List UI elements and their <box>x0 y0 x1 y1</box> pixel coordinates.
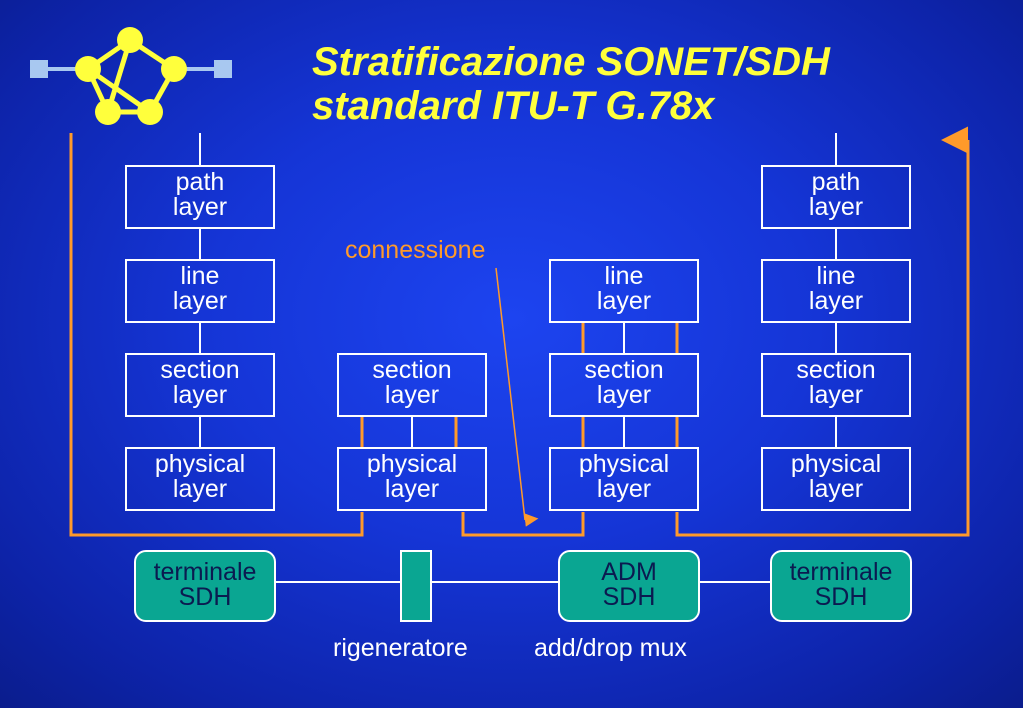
network-logo-icon <box>30 27 232 125</box>
node-type: SDH <box>814 583 868 611</box>
layer-word: layer <box>384 475 440 503</box>
stack1-physical-layer: physical layer <box>125 447 275 511</box>
layer-word: layer <box>596 287 652 315</box>
layer-word: layer <box>384 381 440 409</box>
title-line-1: Stratificazione SONET/SDH <box>312 40 830 84</box>
stack4-physical-layer: physical layer <box>761 447 911 511</box>
layer-word: layer <box>172 287 228 315</box>
layer-word: layer <box>808 475 864 503</box>
stack3-line-layer: line layer <box>549 259 699 323</box>
layer-name: line <box>604 262 644 290</box>
connection-path <box>69 126 970 537</box>
layer-word: layer <box>172 193 228 221</box>
layer-word: layer <box>596 381 652 409</box>
adm-node: ADM SDH <box>558 550 700 622</box>
regenerator-caption: rigeneratore <box>333 634 468 662</box>
node-type: SDH <box>602 583 656 611</box>
node-name: terminale <box>153 558 257 586</box>
layer-name: physical <box>154 450 246 478</box>
stack4-line-layer: line layer <box>761 259 911 323</box>
layer-word: layer <box>808 193 864 221</box>
node-type: SDH <box>178 583 232 611</box>
layer-word: layer <box>808 381 864 409</box>
layer-name: line <box>816 262 856 290</box>
connection-label: connessione <box>345 236 486 264</box>
layer-name: section <box>372 356 452 384</box>
stack2-section-layer: section layer <box>337 353 487 417</box>
stack1-path-layer: path layer <box>125 165 275 229</box>
terminal-node-left: terminale SDH <box>134 550 276 622</box>
stack1-line-layer: line layer <box>125 259 275 323</box>
stack1-section-layer: section layer <box>125 353 275 417</box>
layer-name: section <box>160 356 240 384</box>
terminal-node-right: terminale SDH <box>770 550 912 622</box>
layer-word: layer <box>808 287 864 315</box>
node-name: ADM <box>601 558 657 586</box>
layer-name: physical <box>578 450 670 478</box>
stack3-section-layer: section layer <box>549 353 699 417</box>
layer-name: path <box>811 168 861 196</box>
layer-word: layer <box>172 475 228 503</box>
node-name: terminale <box>789 558 893 586</box>
layer-word: layer <box>596 475 652 503</box>
annotation-arrow <box>495 267 539 527</box>
layer-word: layer <box>172 381 228 409</box>
stack2-physical-layer: physical layer <box>337 447 487 511</box>
layer-name: physical <box>366 450 458 478</box>
regenerator-node <box>400 550 432 622</box>
slide-title: Stratificazione SONET/SDH standard ITU-T… <box>312 40 830 128</box>
layer-name: section <box>584 356 664 384</box>
stack4-path-layer: path layer <box>761 165 911 229</box>
stack4-section-layer: section layer <box>761 353 911 417</box>
layer-name: line <box>180 262 220 290</box>
layer-name: path <box>175 168 225 196</box>
layer-name: section <box>796 356 876 384</box>
stack-connectors <box>199 133 837 583</box>
stack3-physical-layer: physical layer <box>549 447 699 511</box>
title-line-2: standard ITU-T G.78x <box>312 84 715 128</box>
layer-name: physical <box>790 450 882 478</box>
adm-caption: add/drop mux <box>534 634 687 662</box>
